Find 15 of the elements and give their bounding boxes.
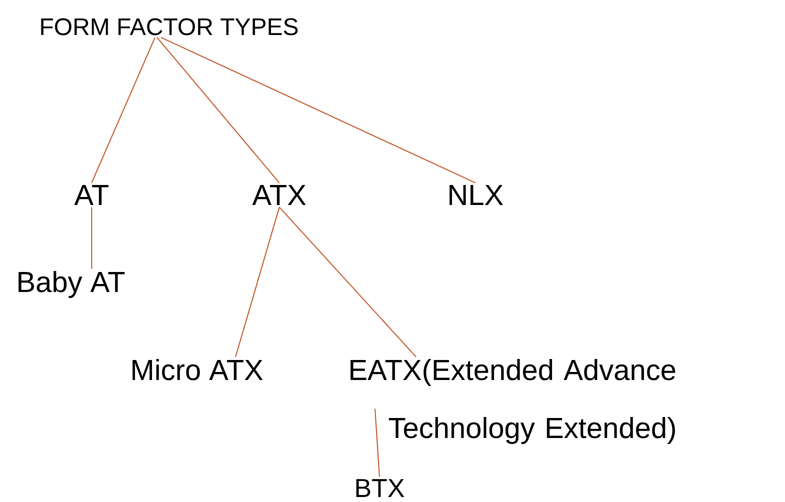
connector-line <box>91 36 156 184</box>
tree-label: ATX <box>252 185 306 205</box>
connector-line <box>278 206 416 358</box>
connector-line <box>156 36 280 184</box>
connector-line <box>160 36 476 184</box>
connector-line <box>235 206 280 358</box>
heading: FORM FACTOR TYPES <box>41 18 298 36</box>
tree-label: Micro ATX <box>132 358 263 380</box>
tree-label: EATX(Extended Advance Technology Extended) <box>350 358 676 444</box>
tree-label: BTX <box>356 479 404 497</box>
tree-label: Baby AT <box>18 270 125 298</box>
tree-label: NLX <box>450 185 503 205</box>
tree-label: AT <box>74 185 108 205</box>
connector-line <box>374 408 380 478</box>
connector-line <box>91 206 92 270</box>
